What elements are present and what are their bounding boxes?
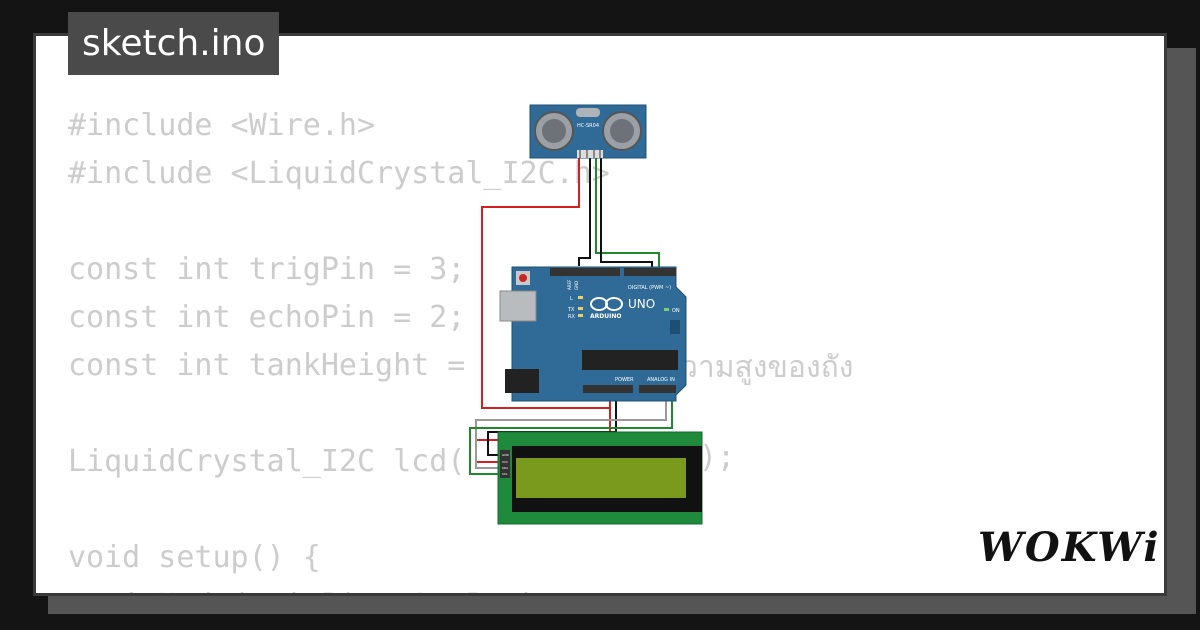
wire-gray-lcd-sda <box>475 396 667 469</box>
arduino-logo-icon <box>590 297 623 311</box>
aref-label: AREF <box>567 279 572 290</box>
lcd-display: GND VCC SDA SCL <box>497 431 703 525</box>
led-on-label: ON <box>672 308 680 314</box>
lcd-pin-gnd: GND <box>502 453 510 457</box>
led-l-label: L <box>570 296 573 302</box>
code-line-2: #include <LiquidCrystal_I2C.h> <box>68 156 610 191</box>
code-line-11: pinMode(trigPin, OUTPUT); <box>68 582 610 593</box>
usb-port <box>499 290 537 322</box>
analog-header-label: ANALOG IN <box>647 377 675 383</box>
lcd-pin-scl: SCL <box>502 472 508 476</box>
code-line-10: void setup() { <box>68 540 321 575</box>
wire-black-gnd <box>600 157 653 270</box>
uno-label: UNO <box>628 297 655 311</box>
atmega-chip <box>582 350 678 370</box>
led-tx-label: TX <box>567 307 575 313</box>
sensor-label: HC-SR04 <box>577 123 599 129</box>
gnd-label: GND <box>574 281 579 290</box>
code-line-6: const int tankHeight = <box>68 348 484 383</box>
wire-green-echo <box>595 157 660 270</box>
arduino-uno-board: DIGITAL (PWM ~) POWER ANALOG IN AREF GND… <box>499 266 687 402</box>
code-line-1: #include <Wire.h> <box>68 108 376 143</box>
sketch-file-tab[interactable]: sketch.ino <box>68 12 280 75</box>
arduino-brand-label: ARDUINO <box>590 313 621 320</box>
wokwi-logo: WOKWi <box>978 524 1161 571</box>
code-background: #include <Wire.h> #include <LiquidCrystal… <box>68 102 610 593</box>
lcd-screen <box>516 458 686 498</box>
power-jack <box>505 369 539 393</box>
code-lcd-suffix: ); <box>699 440 736 475</box>
wire-green-lcd-scl <box>469 396 673 475</box>
code-comment-thai: วามสูงของถัง <box>681 350 854 385</box>
wire-black-trig <box>578 157 591 266</box>
lcd-pin-vcc: VCC <box>502 460 508 464</box>
code-line-8: LiquidCrystal_I2C lcd( <box>68 444 466 479</box>
code-line-5: const int echoPin = 2; <box>68 300 466 335</box>
power-header-label: POWER <box>615 377 634 383</box>
lcd-pin-sda: SDA <box>502 466 509 470</box>
code-line-4: const int trigPin = 3; <box>68 252 466 287</box>
ultrasonic-sensor: HC-SR04 <box>529 104 647 159</box>
led-rx-label: RX <box>568 314 575 320</box>
digital-header-label: DIGITAL (PWM ~) <box>628 285 671 291</box>
